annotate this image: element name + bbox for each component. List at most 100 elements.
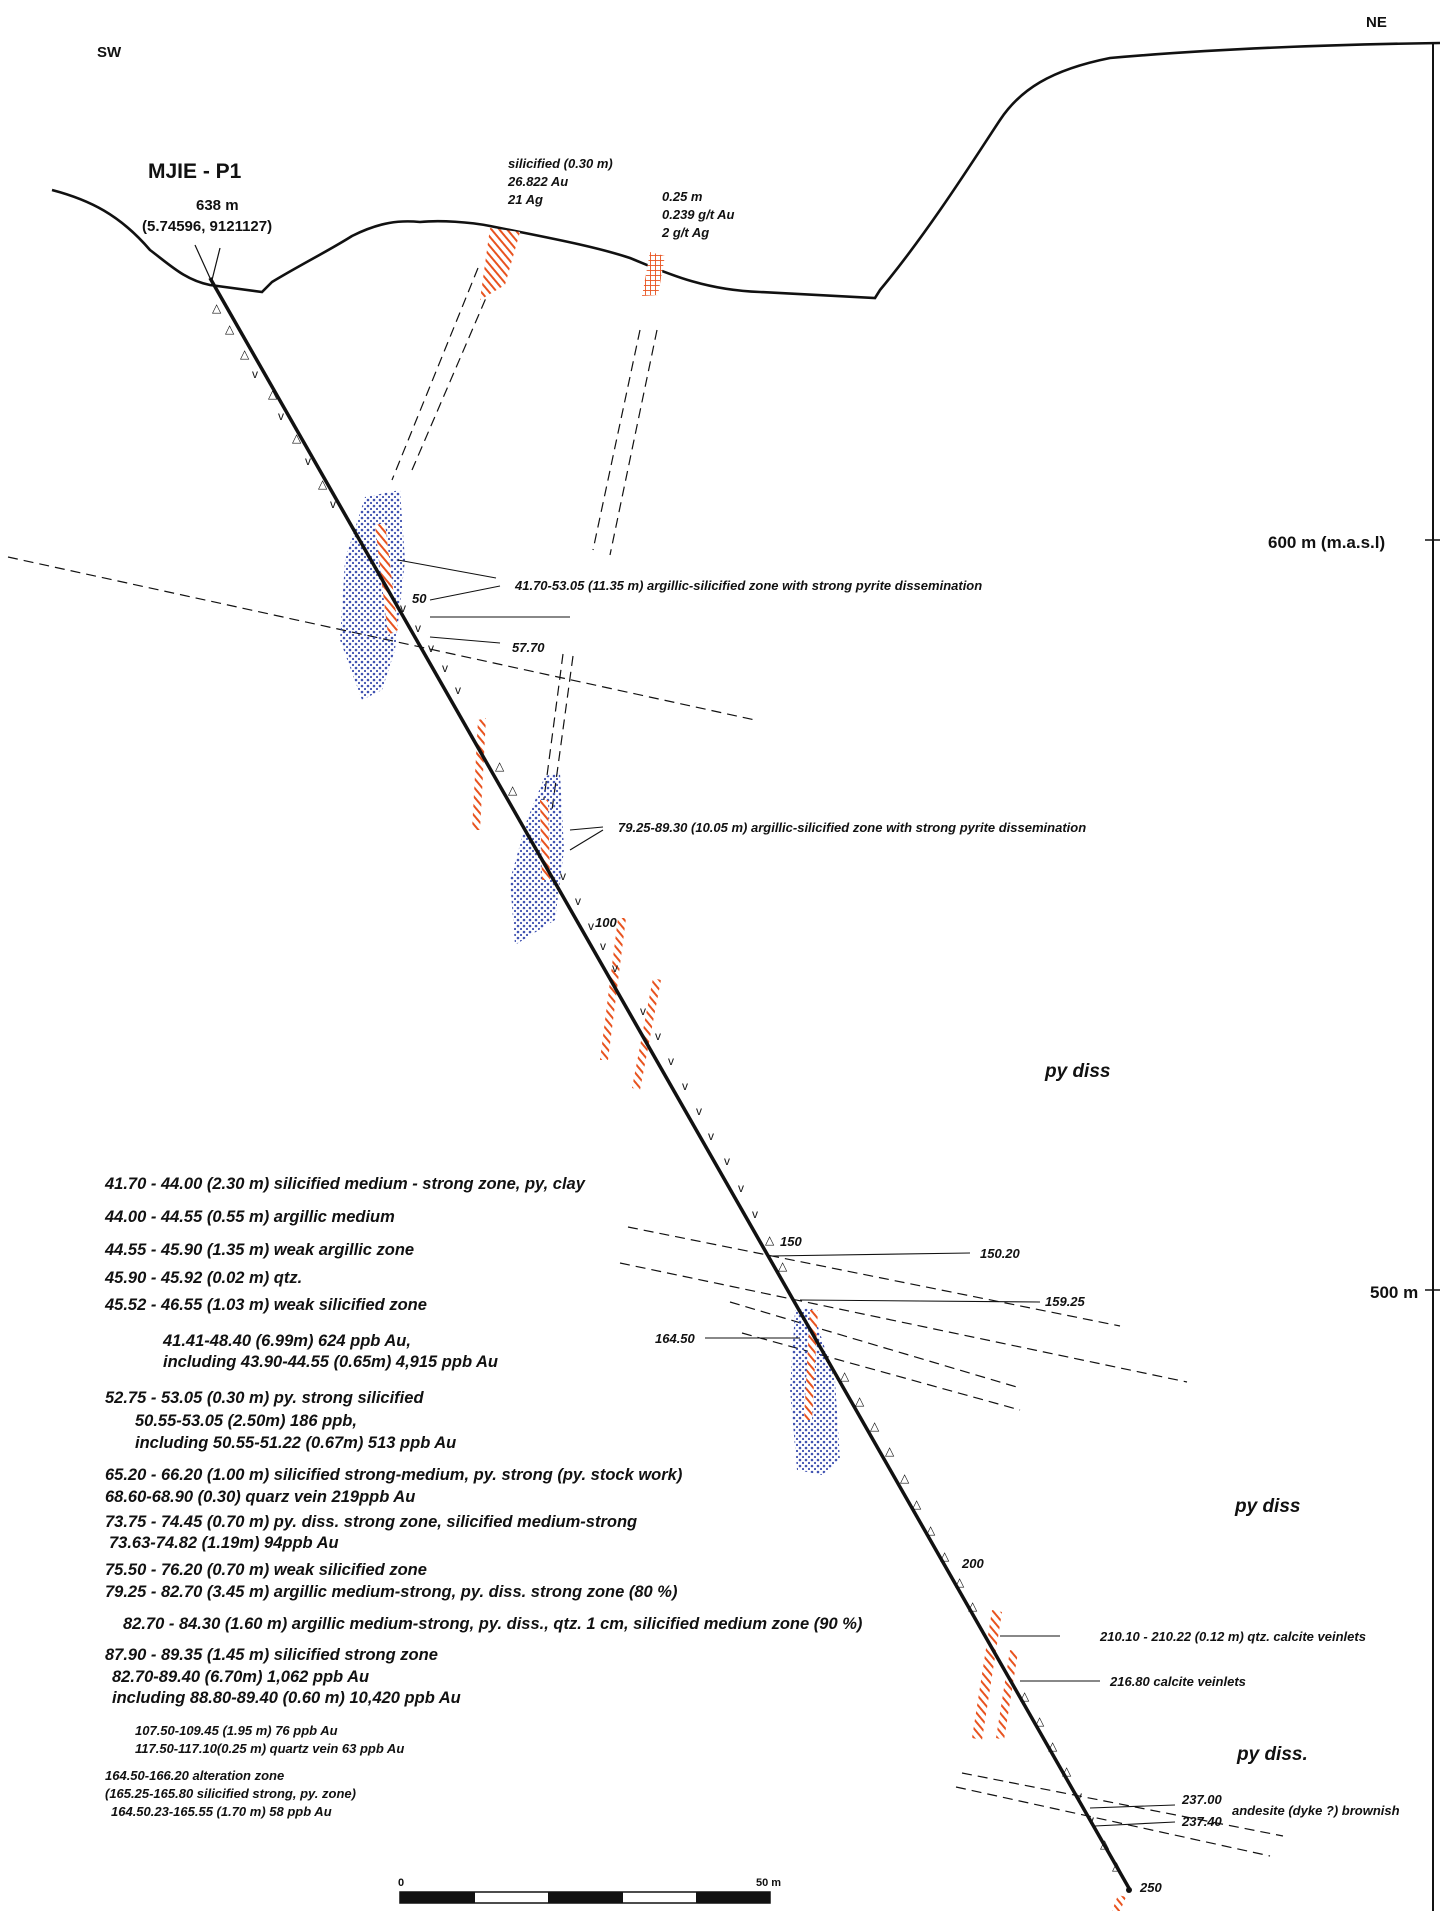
svg-text:△: △ <box>508 783 518 797</box>
svg-text:v: v <box>655 1029 661 1043</box>
surface-sample-1-line-1: silicified (0.30 m) <box>508 156 613 171</box>
svg-text:△: △ <box>870 1419 880 1433</box>
svg-text:v: v <box>738 1181 744 1195</box>
svg-text:△: △ <box>1112 1859 1122 1873</box>
callout-depth-150-20: 150.20 <box>980 1246 1021 1261</box>
svg-text:v: v <box>708 1129 714 1143</box>
silicified-zone-3 <box>790 1308 840 1475</box>
elevation-label-500: 500 m <box>1370 1283 1418 1302</box>
structure-lines <box>7 267 1284 1857</box>
svg-text:v: v <box>330 497 336 511</box>
svg-text:△: △ <box>765 1233 775 1247</box>
svg-text:△: △ <box>885 1444 895 1458</box>
alteration-zone-e <box>632 978 661 1090</box>
surface-sample-2-line-2: 0.239 g/t Au <box>662 207 735 222</box>
svg-text:v: v <box>588 919 594 933</box>
svg-text:△: △ <box>318 477 328 491</box>
surface-sample-1-line-2: 26.822 Au <box>507 174 568 189</box>
elevation-label-600: 600 m (m.a.s.l) <box>1268 533 1385 552</box>
topographic-surface <box>51 41 1441 300</box>
surface-sample-2-line-1: 0.25 m <box>662 189 703 204</box>
svg-text:v: v <box>560 869 566 883</box>
surface-sample-2-line-3: 2 g/t Ag <box>661 225 709 240</box>
py-diss-label-1: py diss <box>1044 1061 1110 1082</box>
collar-marker-right <box>211 247 221 281</box>
svg-text:△: △ <box>912 1497 922 1511</box>
svg-text:v: v <box>575 894 581 908</box>
svg-text:△: △ <box>1035 1714 1045 1728</box>
callout-depth-159-25: 159.25 <box>1045 1294 1086 1309</box>
silicified-zone-2 <box>510 773 564 945</box>
svg-text:v: v <box>612 961 618 975</box>
svg-text:v: v <box>415 621 421 635</box>
callout-leaders <box>397 559 1176 1827</box>
alteration-zone-a <box>375 523 398 635</box>
svg-text:△: △ <box>240 347 250 361</box>
svg-text:v: v <box>600 939 606 953</box>
py-diss-label-3: py diss. <box>1236 1744 1308 1765</box>
callout-depth-57-70: 57.70 <box>512 640 545 655</box>
alteration-zone-b <box>472 718 486 830</box>
callout-depth-164-50: 164.50 <box>655 1331 696 1346</box>
callout-veinlets-216: 216.80 calcite veinlets <box>1109 1674 1246 1689</box>
svg-text:△: △ <box>1062 1764 1072 1778</box>
svg-text:v: v <box>752 1207 758 1221</box>
py-diss-label-2: py diss <box>1234 1496 1300 1517</box>
svg-text:△: △ <box>926 1523 936 1537</box>
depth-tick-200: 200 <box>961 1556 984 1571</box>
lithology-symbols: △△△ v△v △v△ vvv vvv △△v vvv vvv vvv vvv … <box>212 301 1122 1873</box>
alteration-zone-i <box>1112 1895 1126 1911</box>
svg-text:v: v <box>400 601 406 615</box>
svg-text:△: △ <box>940 1549 950 1563</box>
svg-text:v: v <box>1076 1789 1082 1803</box>
svg-text:v: v <box>442 661 448 675</box>
alteration-zone-h <box>996 1650 1018 1740</box>
collar-marker-left <box>194 244 211 279</box>
callout-depth-237-00: 237.00 <box>1181 1792 1223 1807</box>
callout-zone-2: 79.25-89.30 (10.05 m) argillic-silicifie… <box>618 820 1086 835</box>
depth-tick-250: 250 <box>1139 1880 1162 1895</box>
svg-text:△: △ <box>778 1259 788 1273</box>
alteration-surface-1 <box>480 228 520 300</box>
svg-text:△: △ <box>900 1471 910 1485</box>
svg-text:v: v <box>696 1104 702 1118</box>
surface-sample-1-line-3: 21 Ag <box>507 192 543 207</box>
svg-text:△: △ <box>495 759 505 773</box>
callout-andesite: andesite (dyke ?) brownish <box>1232 1803 1400 1818</box>
svg-text:△: △ <box>268 387 278 401</box>
orientation-ne: NE <box>1366 14 1387 31</box>
silicified-zone-1 <box>340 490 405 700</box>
depth-tick-50: 50 <box>412 591 427 606</box>
callout-veinlets-210: 210.10 - 210.22 (0.12 m) qtz. calcite ve… <box>1099 1629 1366 1644</box>
svg-text:△: △ <box>212 301 222 315</box>
alteration-zone-g <box>972 1610 1002 1740</box>
svg-text:v: v <box>682 1079 688 1093</box>
scale-bar-start: 0 <box>398 1877 404 1889</box>
drillhole-coordinates: (5.74596, 9121127) <box>142 218 272 235</box>
svg-text:v: v <box>252 367 258 381</box>
alteration-surface-2 <box>642 252 665 296</box>
svg-text:△: △ <box>1020 1689 1030 1703</box>
svg-text:△: △ <box>855 1394 865 1408</box>
callout-depth-237-40: 237.40 <box>1181 1814 1223 1829</box>
drillhole-elevation: 638 m <box>196 197 239 214</box>
hole-end-dot <box>1126 1887 1132 1893</box>
svg-text:△: △ <box>955 1575 965 1589</box>
svg-text:△: △ <box>840 1369 850 1383</box>
orientation-sw: SW <box>97 44 122 61</box>
svg-text:v: v <box>428 641 434 655</box>
svg-text:v: v <box>668 1054 674 1068</box>
svg-text:△: △ <box>1100 1837 1110 1851</box>
svg-text:△: △ <box>968 1599 978 1613</box>
depth-tick-150: 150 <box>780 1234 802 1249</box>
svg-text:v: v <box>305 454 311 468</box>
scale-bar <box>399 1891 771 1904</box>
drillhole-name: MJIE - P1 <box>148 160 242 183</box>
drillhole-trace <box>208 277 1132 1891</box>
callout-zone-1: 41.70-53.05 (11.35 m) argillic-silicifie… <box>514 578 982 593</box>
svg-text:v: v <box>724 1154 730 1168</box>
svg-text:△: △ <box>1048 1739 1058 1753</box>
svg-text:v: v <box>1088 1813 1094 1827</box>
alteration-zone-d <box>600 918 626 1060</box>
